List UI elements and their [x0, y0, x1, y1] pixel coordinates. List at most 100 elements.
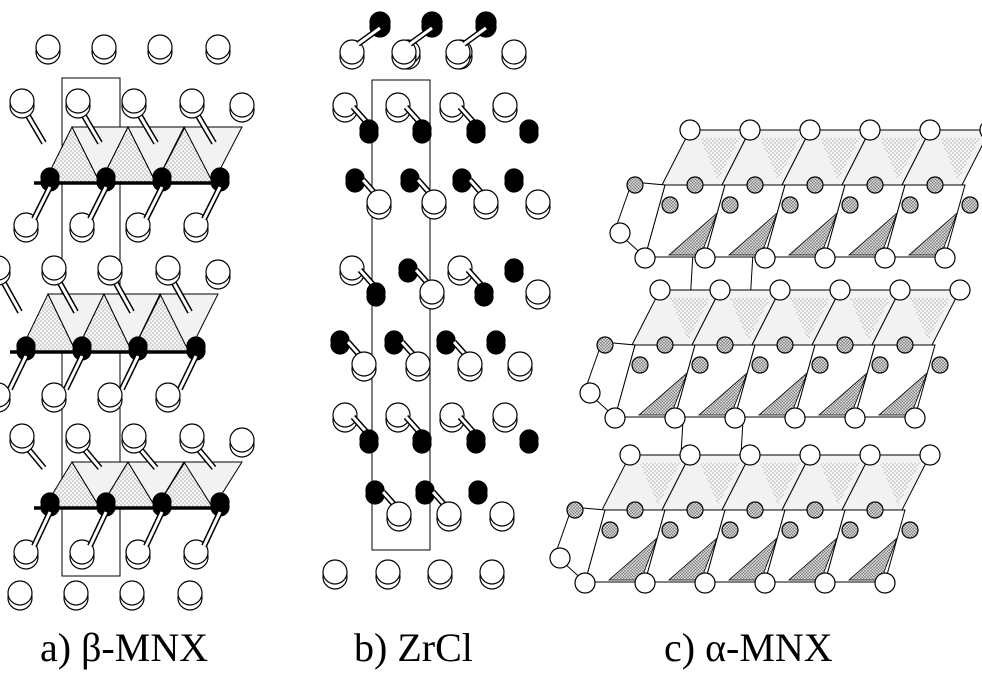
metal-atom [504, 168, 524, 188]
bond [202, 186, 222, 220]
nonmetal-atom [351, 351, 377, 377]
metal-atom [601, 521, 619, 539]
metal-atom [626, 176, 644, 194]
nonmetal-atom [649, 279, 671, 301]
polyhedron-shade [667, 537, 718, 581]
caption-alpha-mnx: c) α-MNX [664, 625, 833, 670]
nonmetal-atom [229, 427, 255, 453]
nonmetal-atom [41, 255, 67, 281]
nonmetal-atom [664, 407, 686, 429]
metal-atom [776, 336, 794, 354]
nonmetal-atom [694, 247, 716, 269]
panel-zrcl [322, 11, 551, 590]
nonmetal-atom [501, 39, 527, 65]
polyhedron [183, 461, 243, 509]
nonmetal-atom [754, 572, 776, 594]
nonmetal-atom [492, 92, 518, 118]
nonmetal-atom [574, 572, 596, 594]
nonmetal-atom [97, 382, 123, 408]
nonmetal-atom [9, 88, 35, 114]
polyhedron-shade [700, 138, 740, 180]
nonmetal-atom [457, 351, 483, 377]
metal-atom [40, 167, 60, 187]
polyhedron-shade [940, 138, 980, 180]
polyhedron-shade [847, 537, 898, 581]
nonmetal-atom [97, 255, 123, 281]
nonmetal-atom [609, 222, 631, 244]
metal-atom [566, 501, 584, 519]
metal-atom [475, 11, 497, 33]
metal-atom [686, 176, 704, 194]
nonmetal-atom [427, 559, 453, 585]
nonmetal-atom [179, 423, 205, 449]
metal-atom [519, 119, 539, 139]
metal-atom [40, 492, 60, 512]
polyhedron-shade [880, 138, 920, 180]
polyhedron-shade [667, 212, 718, 256]
nonmetal-atom [155, 255, 181, 281]
polyhedron-shade [760, 138, 800, 180]
bond [88, 186, 108, 220]
nonmetal-atom [724, 407, 746, 429]
nonmetal-atom [479, 559, 505, 585]
nonmetal-atom [507, 351, 533, 377]
nonmetal-atom [829, 279, 851, 301]
polyhedron-shade [700, 463, 740, 505]
nonmetal-atom [405, 351, 431, 377]
polyhedron-shade [790, 298, 830, 340]
metal-atom [746, 501, 764, 519]
polyhedron-shade [787, 537, 838, 581]
nonmetal-atom [177, 580, 203, 606]
nonmetal-atom [919, 119, 941, 141]
metal-atom [345, 168, 365, 188]
nonmetal-atom [65, 88, 91, 114]
metal-atom [486, 330, 506, 350]
metal-atom [691, 356, 709, 374]
metal-atom [436, 330, 456, 350]
metal-atom [369, 11, 391, 33]
metal-atom [841, 521, 859, 539]
nonmetal-atom [147, 34, 173, 60]
nonmetal-atom [386, 501, 412, 527]
metal-atom [806, 501, 824, 519]
polyhedron-shade [820, 138, 860, 180]
nonmetal-atom [739, 119, 761, 141]
bond [88, 511, 108, 547]
nonmetal-atom [489, 501, 515, 527]
nonmetal-atom [525, 279, 551, 305]
nonmetal-atom [634, 247, 656, 269]
nonmetal-atom [65, 423, 91, 449]
metal-atom [781, 196, 799, 214]
caption-zrcl: b) ZrCl [354, 625, 473, 670]
nonmetal-atom [919, 444, 941, 466]
panel-alpha-mnx [549, 119, 982, 594]
polyhedron-shade [730, 298, 770, 340]
metal-atom [415, 480, 435, 500]
nonmetal-atom [769, 279, 791, 301]
nonmetal-atom [119, 580, 145, 606]
polyhedron-shade [640, 463, 680, 505]
polyhedron-shade [880, 463, 920, 505]
nonmetal-atom [9, 423, 35, 449]
nonmetal-atom [473, 189, 499, 215]
nonmetal-atom [447, 255, 473, 281]
nonmetal-atom [183, 539, 209, 565]
metal-atom [152, 492, 172, 512]
metal-atom [474, 282, 494, 302]
polyhedron-shade [817, 372, 868, 416]
metal-atom [398, 258, 418, 278]
bond [32, 511, 52, 547]
nonmetal-atom [739, 444, 761, 466]
nonmetal-atom [121, 88, 147, 114]
nonmetal-atom [859, 444, 881, 466]
nonmetal-atom [679, 444, 701, 466]
metal-atom [16, 336, 36, 356]
nonmetal-atom [205, 259, 231, 285]
metal-atom [210, 492, 230, 512]
polyhedron-shade [847, 212, 898, 256]
polyhedron [159, 293, 219, 354]
metal-atom [421, 11, 443, 33]
metal-atom [781, 521, 799, 539]
polyhedron-shade [727, 212, 778, 256]
metal-atom [596, 336, 614, 354]
